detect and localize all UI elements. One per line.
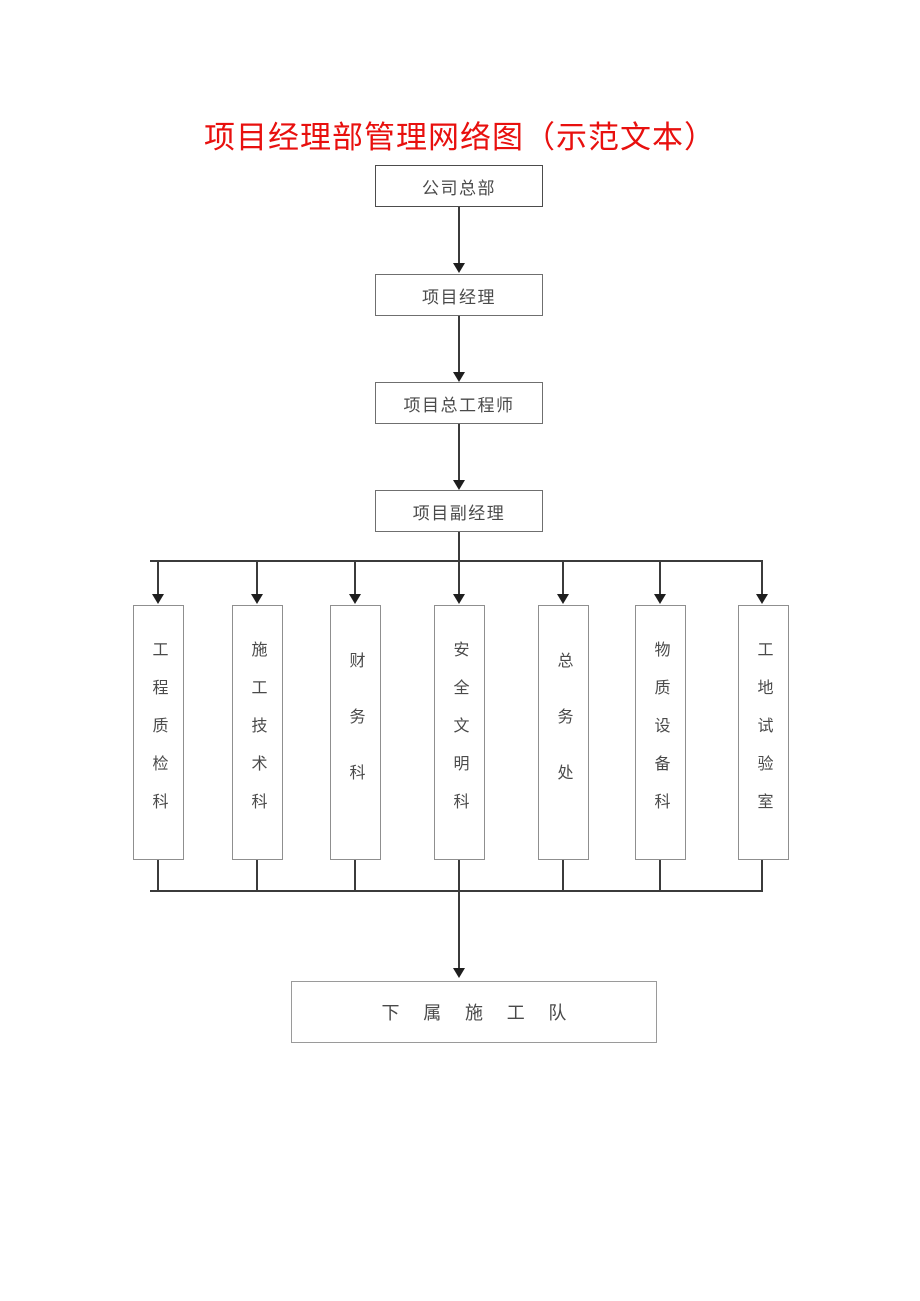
dept-label: 财务科 [346, 651, 366, 820]
node-chief-engineer[interactable]: 项目总工程师 [375, 382, 543, 424]
dept-label: 安全文明科 [450, 640, 470, 831]
node-label: 项目经理 [422, 287, 496, 308]
connector-line-1 [458, 207, 460, 265]
node-deputy-project-manager[interactable]: 项目副经理 [375, 490, 543, 532]
connector-riser-7 [761, 860, 763, 892]
connector-riser-6 [659, 860, 661, 892]
dept-box-engineering-quality-inspection[interactable]: 工程质检科 [133, 605, 184, 860]
connector-arrow-dept-4 [453, 594, 465, 604]
connector-drop-2 [256, 560, 258, 598]
connector-line-2 [458, 316, 460, 374]
connector-drop-3 [354, 560, 356, 598]
connector-riser-4 [458, 860, 460, 892]
dept-box-construction-technology[interactable]: 施工技术科 [232, 605, 283, 860]
connector-drop-5 [562, 560, 564, 598]
dept-label: 施工技术科 [248, 640, 268, 831]
node-company-headquarters[interactable]: 公司总部 [375, 165, 543, 207]
connector-arrow-dept-3 [349, 594, 361, 604]
node-label: 项目副经理 [412, 503, 506, 524]
connector-drop-6 [659, 560, 661, 598]
connector-bus-top [150, 560, 762, 562]
connector-arrow-1 [453, 263, 465, 273]
node-subordinate-construction-team[interactable]: 下 属 施 工 队 [291, 981, 657, 1043]
connector-bus-stem-top [458, 532, 460, 562]
dept-box-finance[interactable]: 财务科 [330, 605, 381, 860]
node-label: 项目总工程师 [403, 395, 515, 416]
connector-riser-2 [256, 860, 258, 892]
connector-arrow-2 [453, 372, 465, 382]
page-title: 项目经理部管理网络图（示范文本） [204, 120, 716, 156]
dept-box-site-laboratory[interactable]: 工地试验室 [738, 605, 789, 860]
dept-label: 工程质检科 [149, 640, 169, 831]
connector-arrow-3 [453, 480, 465, 490]
dept-box-safety-civilization[interactable]: 安全文明科 [434, 605, 485, 860]
node-label: 下 属 施 工 队 [381, 1003, 576, 1024]
node-project-manager[interactable]: 项目经理 [375, 274, 543, 316]
connector-arrow-dept-7 [756, 594, 768, 604]
connector-arrow-bottom [453, 968, 465, 978]
connector-bus-stem-bottom [458, 890, 460, 970]
dept-label: 总务处 [554, 651, 574, 820]
connector-drop-7 [761, 560, 763, 598]
dept-label: 物质设备科 [651, 640, 671, 831]
connector-arrow-dept-5 [557, 594, 569, 604]
dept-label: 工地试验室 [754, 640, 774, 831]
dept-box-general-affairs[interactable]: 总务处 [538, 605, 589, 860]
connector-arrow-dept-2 [251, 594, 263, 604]
connector-riser-5 [562, 860, 564, 892]
connector-line-3 [458, 424, 460, 482]
dept-box-materials-equipment[interactable]: 物质设备科 [635, 605, 686, 860]
connector-riser-1 [157, 860, 159, 892]
connector-bus-bottom [150, 890, 762, 892]
connector-arrow-dept-6 [654, 594, 666, 604]
connector-drop-4 [458, 560, 460, 598]
node-label: 公司总部 [422, 178, 496, 199]
connector-arrow-dept-1 [152, 594, 164, 604]
connector-drop-1 [157, 560, 159, 598]
connector-riser-3 [354, 860, 356, 892]
